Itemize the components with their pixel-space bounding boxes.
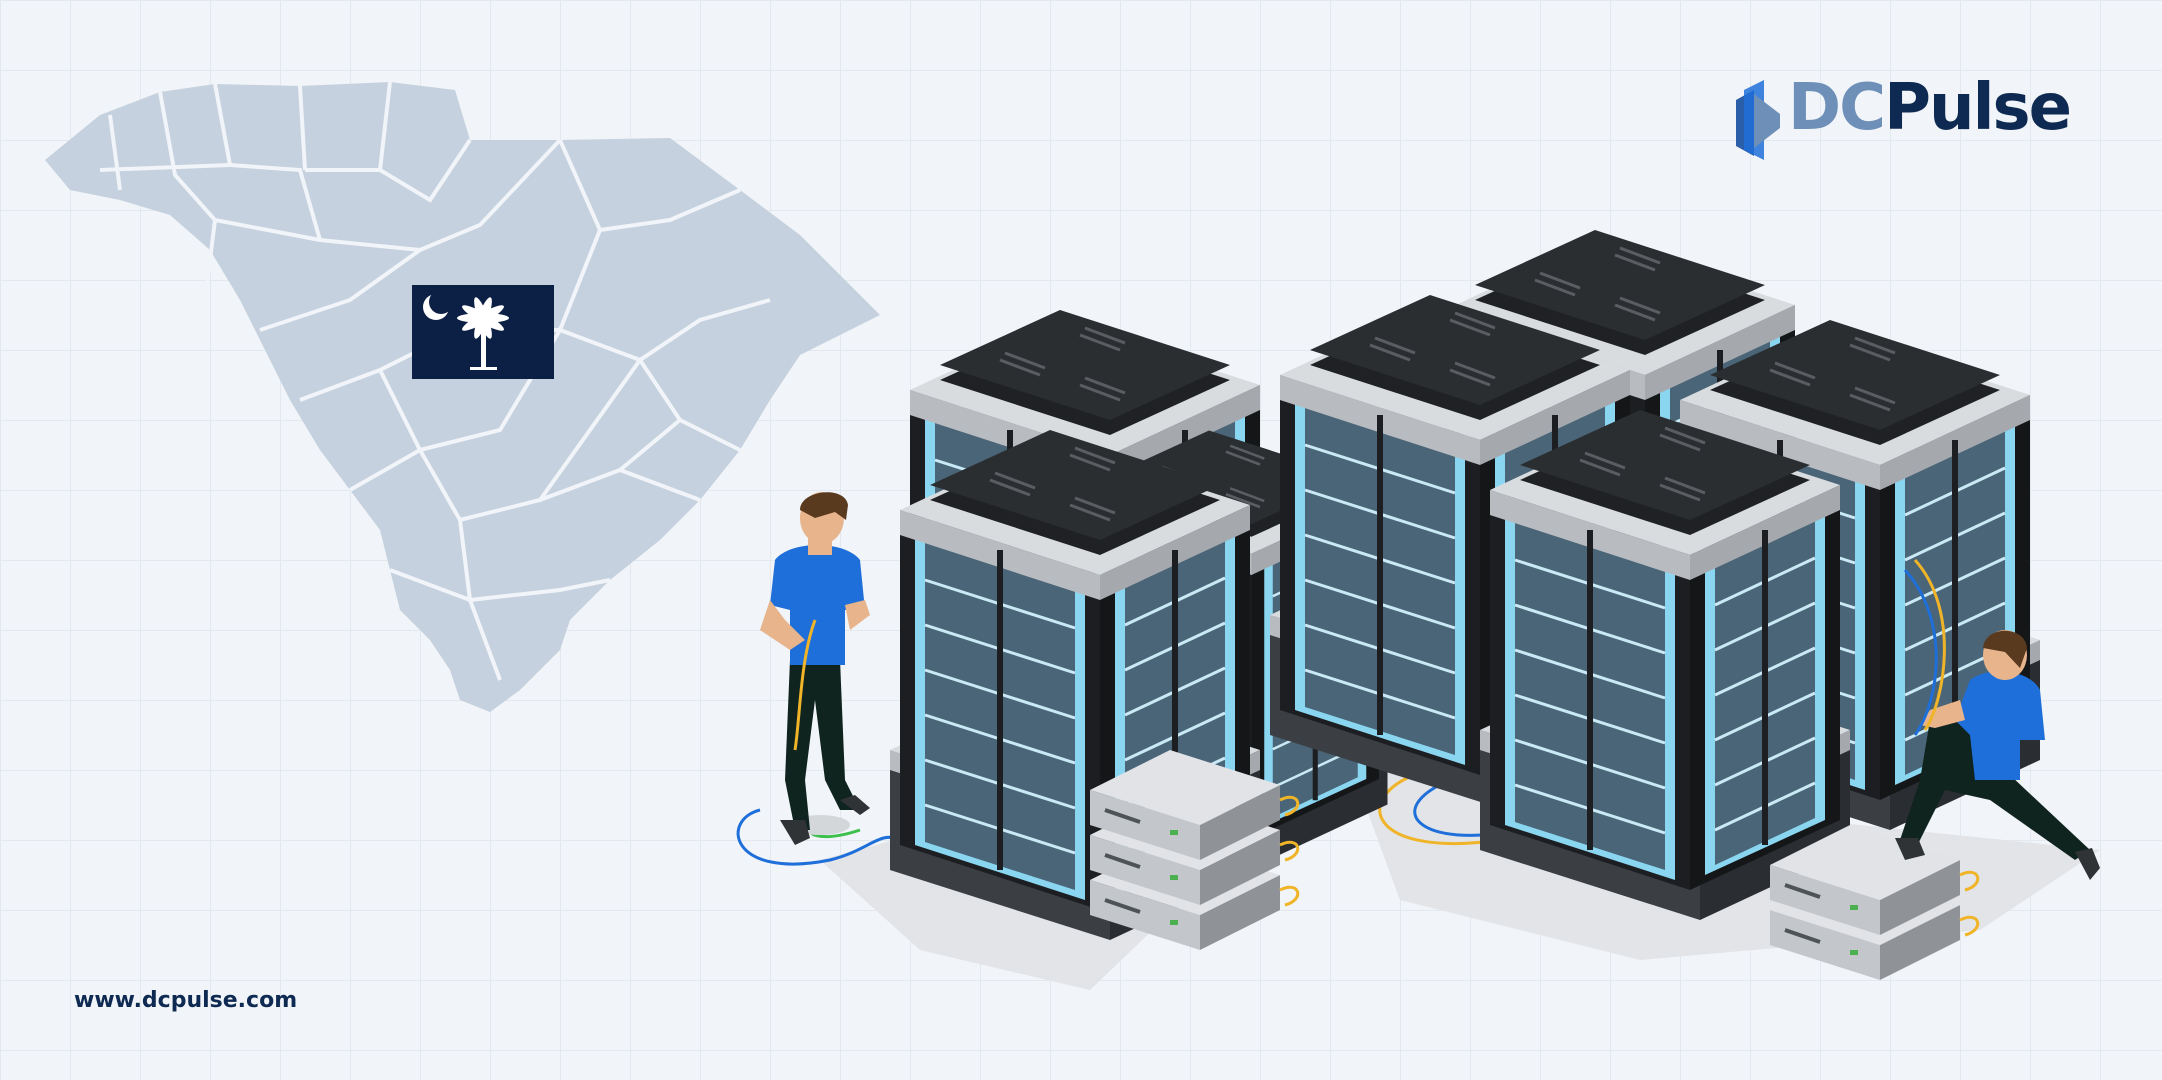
server-rack: [1480, 410, 1850, 920]
logo-mark-icon: [1736, 80, 1780, 160]
technician-kneeling: [1895, 558, 2100, 880]
state-flag: [412, 285, 554, 379]
logo-dc-text: DC: [1788, 71, 1886, 145]
dcpulse-logo[interactable]: DCPulse: [1730, 68, 2072, 168]
state-map-shape: [45, 82, 880, 712]
website-url[interactable]: www.dcpulse.com: [74, 988, 298, 1013]
logo-pulse-text: Pulse: [1884, 71, 2072, 145]
technician-standing: [760, 492, 870, 845]
logo-wordmark: DCPulse: [1788, 76, 2072, 140]
county-borders: [99, 81, 771, 681]
palmetto-tree-icon: [457, 297, 509, 370]
